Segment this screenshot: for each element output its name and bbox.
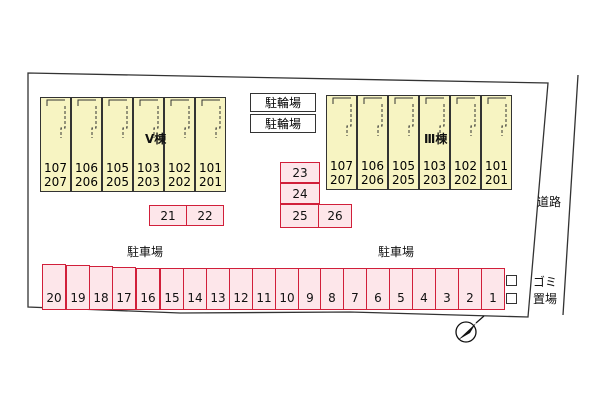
- unit-number: 207: [44, 175, 67, 189]
- parking-space: 1: [481, 268, 505, 310]
- unit-number: 202: [454, 173, 477, 187]
- parking-space: 13: [206, 268, 230, 310]
- parking-space: 17: [112, 267, 136, 310]
- parking-space: 14: [183, 268, 207, 310]
- parking-label-right: 駐車場: [378, 245, 415, 259]
- unit-number: 105: [106, 161, 129, 175]
- parking-space: 2: [458, 268, 482, 310]
- parking-space: 11: [252, 268, 276, 310]
- unit-number: 103: [423, 159, 446, 173]
- unit-number: 107: [330, 159, 353, 173]
- parking-space: 10: [275, 268, 299, 310]
- unit-number: 101: [485, 159, 508, 173]
- parking-space: 24: [280, 183, 320, 204]
- unit-number: 103: [137, 161, 160, 175]
- unit-number: 207: [330, 173, 353, 187]
- unit-floorplan-lines: [77, 99, 97, 138]
- unit-number: 201: [199, 175, 222, 189]
- unit-number: 206: [361, 173, 384, 187]
- road-label: 道路: [537, 195, 562, 209]
- parking-space: 3: [435, 268, 459, 310]
- bike-parking-1: 駐輪場: [250, 93, 316, 112]
- unit-number: 201: [485, 173, 508, 187]
- lot-boundary: [27, 72, 549, 318]
- unit-number: 205: [392, 173, 415, 187]
- north-arrow-icon: [455, 315, 485, 343]
- building-left-label: V棟: [145, 132, 167, 146]
- unit-floorplan-lines: [332, 97, 352, 136]
- parking-space: 20: [42, 264, 66, 310]
- unit-floorplan-lines: [487, 97, 507, 136]
- unit-number: 202: [168, 175, 191, 189]
- bike-parking-2: 駐輪場: [250, 114, 316, 133]
- parking-space: 19: [66, 265, 90, 310]
- parking-space: 6: [366, 268, 390, 310]
- parking-space: 16: [136, 268, 160, 310]
- parking-space: 4: [412, 268, 436, 310]
- unit-number: 106: [361, 159, 384, 173]
- unit-floorplan-lines: [363, 97, 383, 136]
- parking-space: 15: [160, 268, 184, 310]
- unit-floorplan-lines: [201, 99, 221, 138]
- parking-space: 23: [280, 162, 320, 183]
- unit-number: 206: [75, 175, 98, 189]
- unit-floorplan-lines: [425, 97, 445, 136]
- unit-number: 101: [199, 161, 222, 175]
- parking-space: 12: [229, 268, 253, 310]
- parking-label-left: 駐車場: [127, 245, 164, 259]
- garbage-area-label-2: 置場: [533, 292, 558, 306]
- unit-number: 203: [137, 175, 160, 189]
- unit-floorplan-lines: [108, 99, 128, 138]
- parking-space: 9: [298, 268, 322, 310]
- unit-number: 106: [75, 161, 98, 175]
- garbage-area-label-1: ゴミ: [533, 275, 558, 289]
- unit-floorplan-lines: [394, 97, 414, 136]
- unit-floorplan-lines: [46, 99, 66, 138]
- parking-space: 7: [343, 268, 367, 310]
- garbage-bin-icon: [506, 293, 517, 304]
- unit-number: 107: [44, 161, 67, 175]
- parking-space: 22: [186, 205, 224, 226]
- parking-space: 18: [89, 266, 113, 310]
- parking-space: 8: [320, 268, 344, 310]
- unit-floorplan-lines: [456, 97, 476, 136]
- unit-floorplan-lines: [139, 99, 159, 138]
- road-edge-line: [562, 74, 579, 316]
- garbage-bin-icon: [506, 275, 517, 286]
- unit-number: 105: [392, 159, 415, 173]
- parking-space: 26: [318, 204, 352, 228]
- parking-space: 21: [149, 205, 187, 226]
- unit-floorplan-lines: [170, 99, 190, 138]
- building-right-label: Ⅲ棟: [424, 132, 448, 146]
- parking-space: 5: [389, 268, 413, 310]
- unit-number: 203: [423, 173, 446, 187]
- unit-number: 205: [106, 175, 129, 189]
- parking-space: 25: [280, 204, 320, 228]
- unit-number: 102: [454, 159, 477, 173]
- unit-number: 102: [168, 161, 191, 175]
